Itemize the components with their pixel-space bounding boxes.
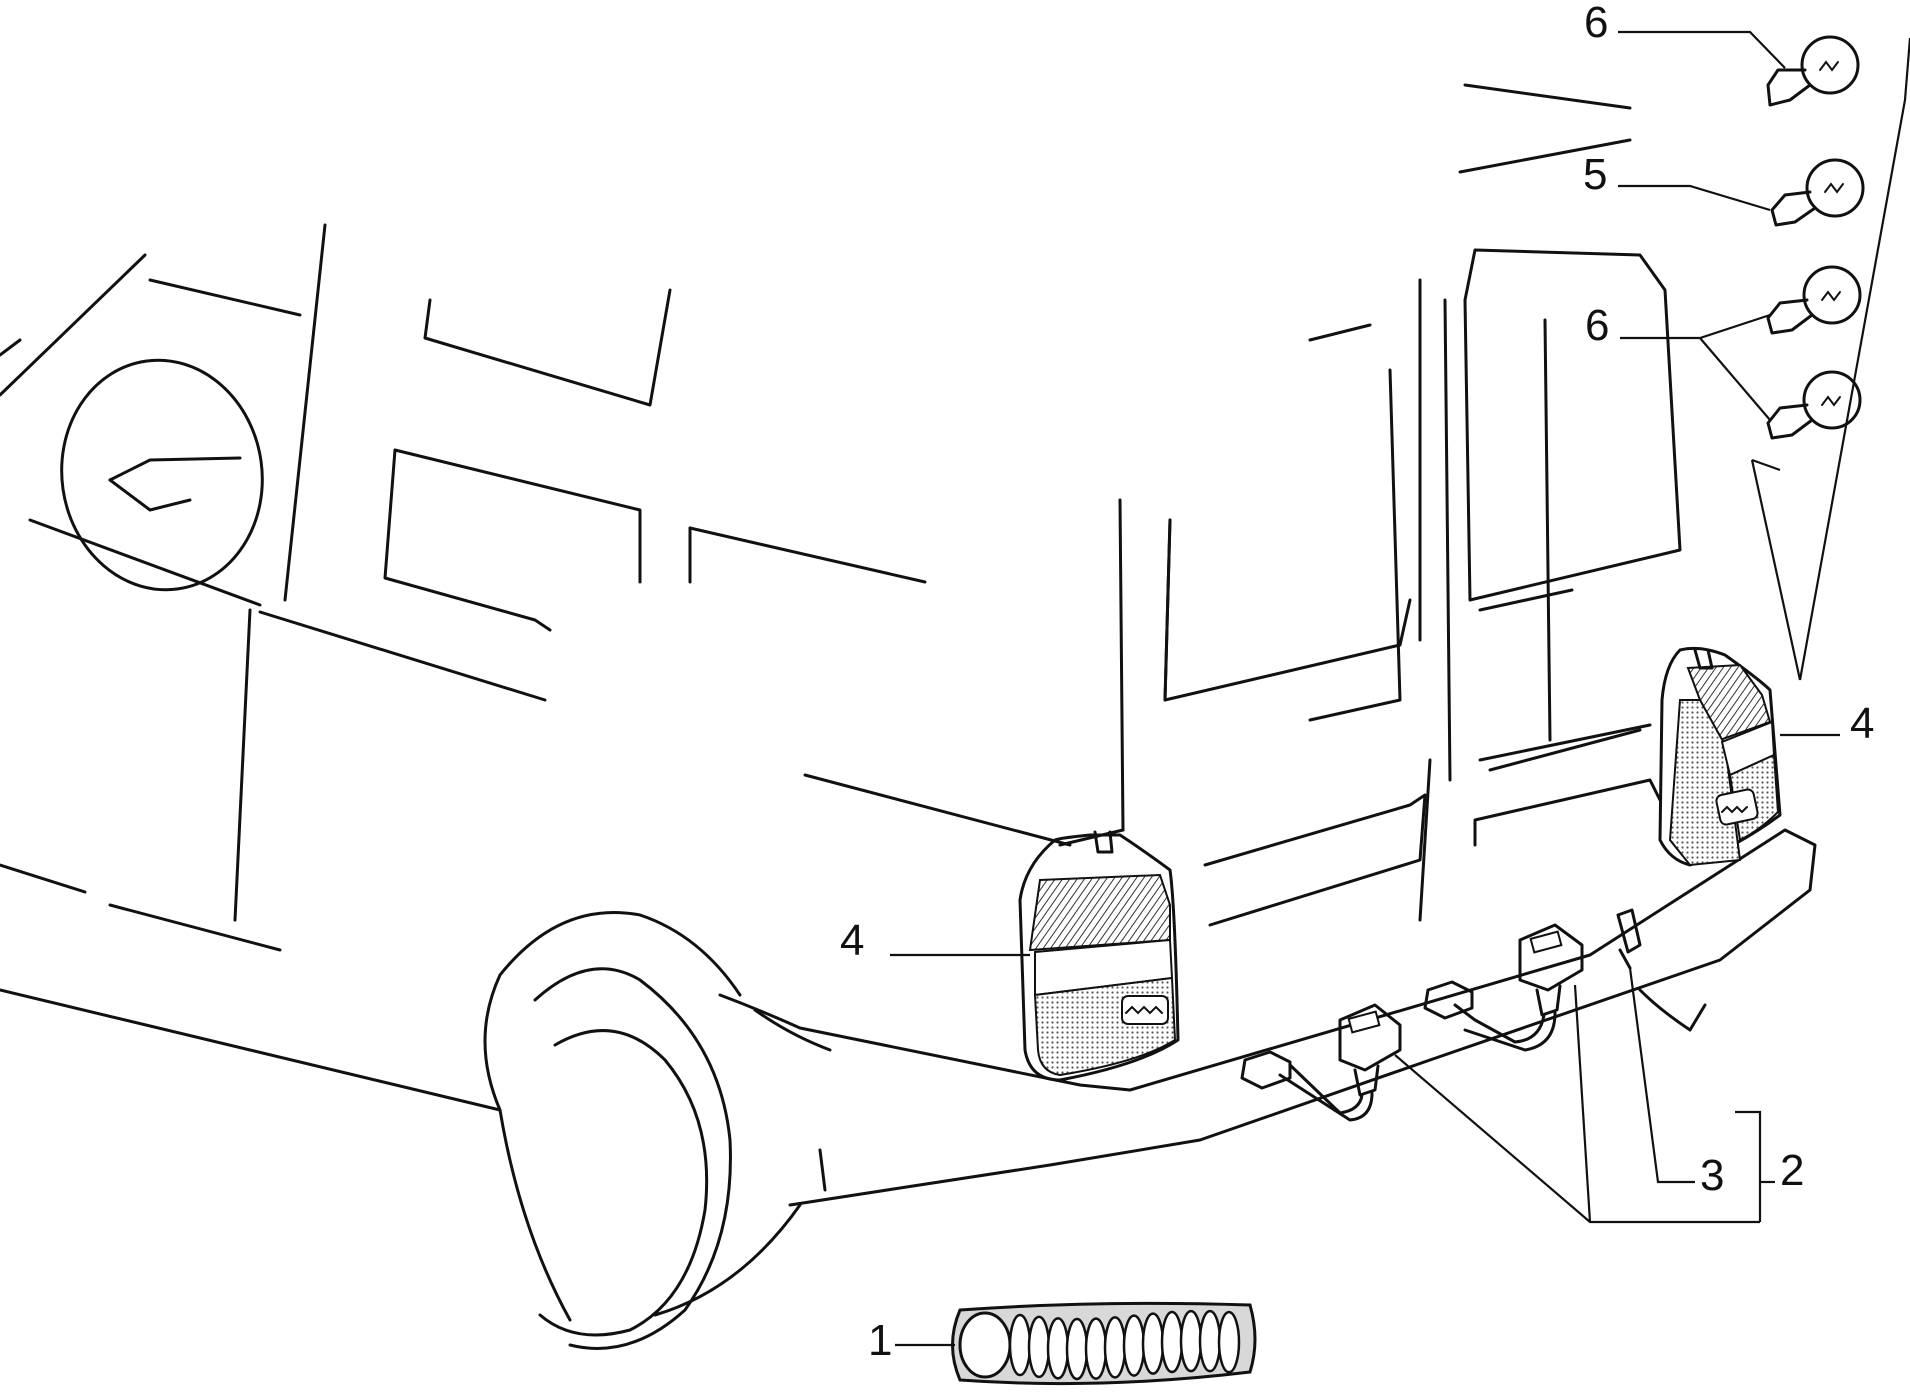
- bulb-top: [1766, 35, 1860, 107]
- grommet-rib: [1179, 1309, 1203, 1373]
- callout-6-mid: 6: [1585, 301, 1609, 350]
- callout-labels: 6 5 6 4 4 3 2 1: [840, 0, 1874, 1365]
- callout-4-left: 4: [840, 916, 864, 965]
- grommet: [951, 1301, 1257, 1386]
- callout-2: 2: [1780, 1146, 1804, 1195]
- plate-bulb: [1616, 908, 1642, 970]
- callout-6-top: 6: [1584, 0, 1608, 47]
- grommet-rib: [1046, 1317, 1070, 1380]
- leader-lines: [890, 30, 1910, 1347]
- grommet-rib: [1027, 1315, 1051, 1379]
- bulb-6a: [1766, 265, 1862, 335]
- grommet-rib: [1141, 1312, 1165, 1375]
- plate-lamp-right: [1423, 923, 1584, 1052]
- vehicle-body: [0, 83, 1817, 1350]
- grommet-rib: [1065, 1317, 1089, 1381]
- grommet-rib: [1160, 1310, 1184, 1374]
- bulb-5: [1770, 158, 1865, 227]
- grommet-rib: [1198, 1309, 1222, 1373]
- grommet-rib: [1103, 1316, 1127, 1379]
- callout-4-right: 4: [1850, 699, 1874, 748]
- plate-lamp-left: [1240, 1003, 1402, 1122]
- grommet-rib: [1084, 1317, 1108, 1380]
- tail-lamp-right: [1658, 646, 1782, 867]
- callout-1: 1: [868, 1316, 892, 1365]
- grommet-rib: [1008, 1313, 1032, 1377]
- callout-3: 3: [1700, 1151, 1724, 1200]
- bulb-6b: [1766, 370, 1862, 440]
- callout-5: 5: [1583, 150, 1607, 199]
- grommet-rib: [1122, 1314, 1146, 1377]
- tail-lamp-left: [1018, 830, 1180, 1082]
- grommet-rib: [1217, 1310, 1241, 1374]
